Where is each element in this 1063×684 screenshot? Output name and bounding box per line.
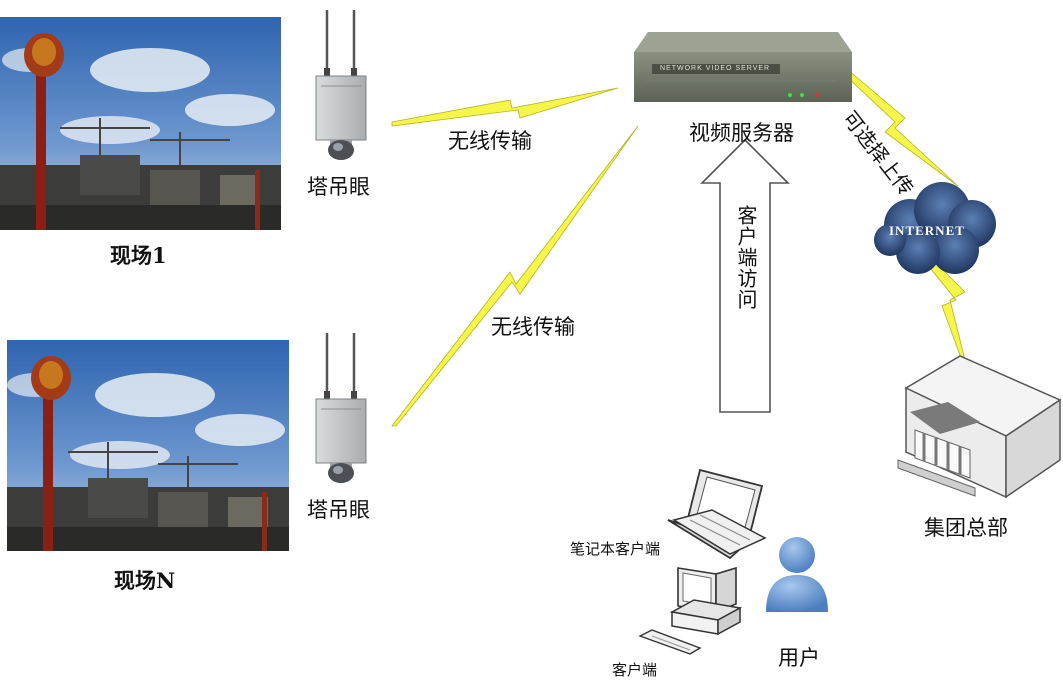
- site-label-1: 现场1: [110, 243, 167, 268]
- user-label: 用户: [778, 646, 820, 670]
- upload-link: [845, 69, 959, 187]
- server-label: 视频服务器: [689, 121, 794, 145]
- client-access-label: 客户端访问: [734, 205, 758, 310]
- internet-cloud: [874, 182, 996, 274]
- site-photo-n: [7, 340, 289, 551]
- user-icon: [766, 537, 828, 612]
- server-panel-text: NETWORK VIDEO SERVER: [660, 65, 771, 72]
- wireless-label-1: 无线传输: [448, 129, 532, 153]
- desktop-label: 客户端: [612, 661, 658, 679]
- tower-camera-1: [315, 10, 367, 160]
- wireless-label-n: 无线传输: [491, 315, 575, 339]
- camera-label-n: 塔吊眼: [307, 498, 370, 522]
- wireless-link-1: [391, 87, 619, 127]
- site-label-n: 现场N: [114, 568, 176, 593]
- laptop-label: 笔记本客户端: [570, 540, 661, 558]
- internet-label: INTERNET: [889, 223, 965, 238]
- wireless-link-n: [391, 125, 639, 427]
- hq-label: 集团总部: [924, 516, 1008, 540]
- hq-building: [897, 355, 1062, 499]
- site-photo-1: [0, 17, 281, 230]
- camera-label-1: 塔吊眼: [307, 175, 370, 199]
- video-server: [634, 32, 852, 102]
- client-access-arrow: [700, 138, 790, 413]
- laptop: [667, 468, 767, 560]
- desktop-computer: [638, 566, 743, 655]
- tower-camera-n: [315, 333, 367, 483]
